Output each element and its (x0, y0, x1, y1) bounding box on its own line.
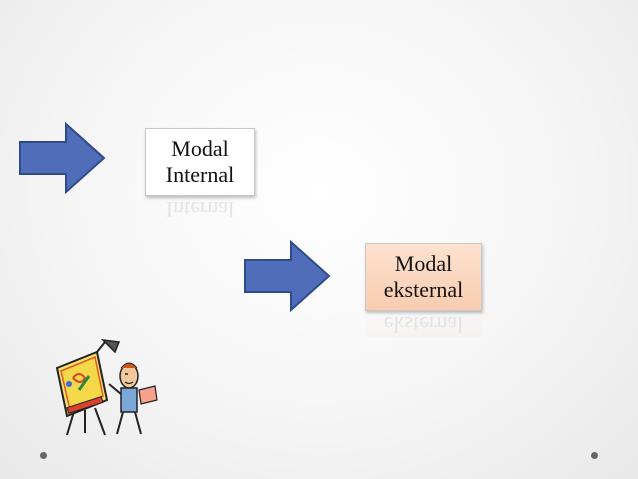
box-internal-line1: Modal (171, 136, 229, 161)
modal-external-box: Modal eksternal (365, 243, 482, 311)
box-external-reflection: eksternal (365, 311, 482, 337)
right-arrow-icon (19, 122, 106, 194)
modal-internal-box: Modal Internal (145, 128, 255, 196)
box-external-line1: Modal (394, 251, 453, 276)
box-external-line2: eksternal (383, 277, 464, 302)
box-internal-reflection: Internal (165, 197, 235, 222)
slide-corner-dot-left (40, 452, 47, 459)
artist-at-easel-clipart (55, 338, 158, 436)
right-arrow-icon (244, 240, 331, 312)
slide-corner-dot-right (591, 452, 598, 459)
box-internal-line2: Internal (165, 162, 235, 187)
